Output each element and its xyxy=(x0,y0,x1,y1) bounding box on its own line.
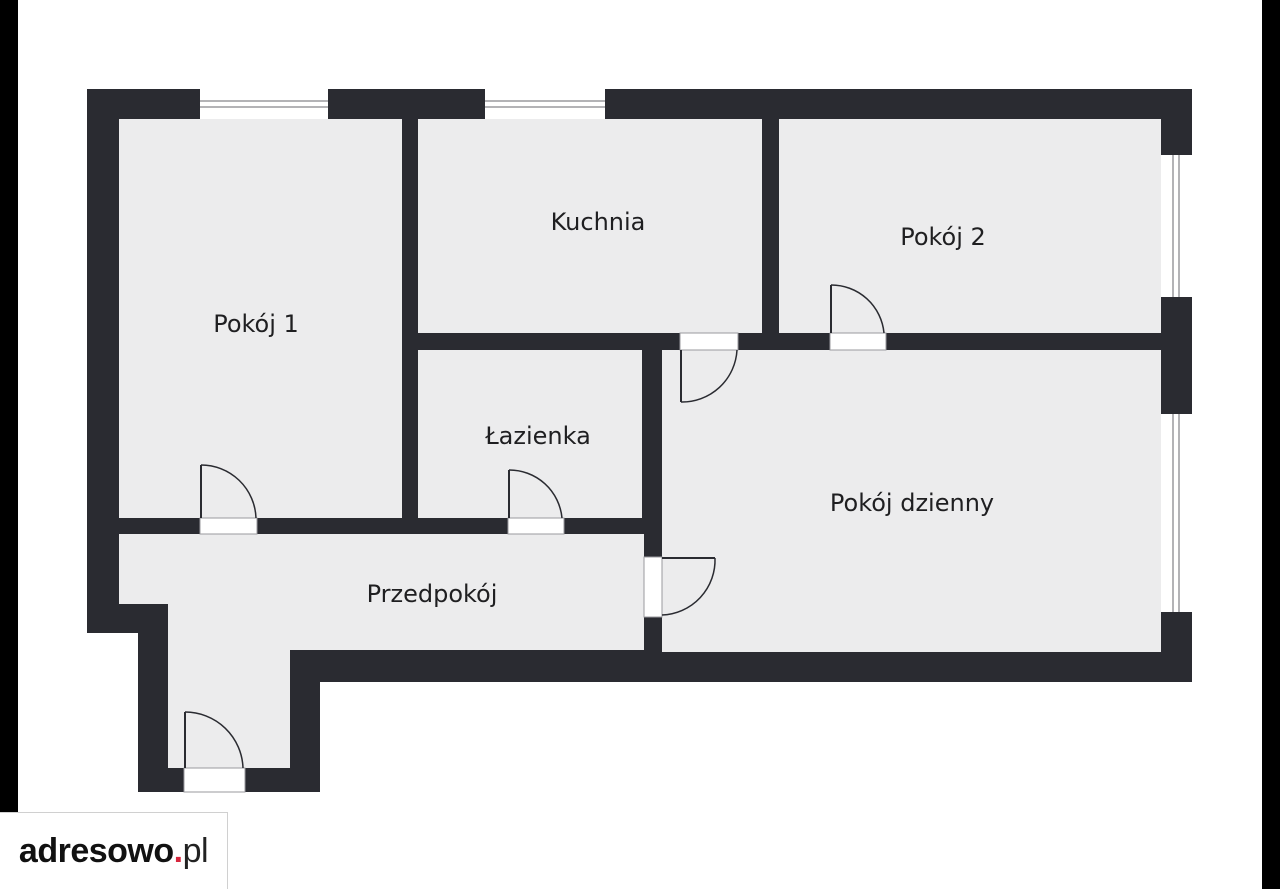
room-floor-pokoj-1 xyxy=(119,119,402,518)
room-floor-pokoj-dzienny xyxy=(662,350,1161,652)
label-kuchnia: Kuchnia xyxy=(551,208,646,236)
label-przedpokoj: Przedpokój xyxy=(367,580,498,608)
door-pokoj-2 xyxy=(829,284,887,351)
watermark-brand: adresowo xyxy=(18,831,174,870)
door-pokoj-1 xyxy=(199,464,258,535)
label-pokoj-1: Pokój 1 xyxy=(213,310,299,338)
window-pokoj-2 xyxy=(1161,155,1192,297)
room-floor-lazienka xyxy=(418,350,642,518)
watermark-dot: . xyxy=(173,831,183,870)
door-lazienka xyxy=(507,469,565,535)
window-pokoj-1 xyxy=(200,89,328,119)
room-floor-kuchnia xyxy=(418,119,762,333)
label-pokoj-2: Pokój 2 xyxy=(900,223,986,251)
label-lazienka: Łazienka xyxy=(484,422,591,450)
window-pokoj-dzienny xyxy=(1161,414,1192,612)
room-floor-pokoj-2 xyxy=(779,119,1161,333)
watermark-tld: pl xyxy=(182,831,209,870)
door-pokoj-dzienny xyxy=(643,556,716,618)
label-pokoj-dzienny: Pokój dzienny xyxy=(830,489,994,517)
window-kuchnia xyxy=(485,89,605,119)
room-floor-przedpokoj xyxy=(119,534,644,768)
door-entrance xyxy=(183,711,246,793)
watermark-logo: adresowo.pl xyxy=(0,812,228,889)
door-kuchnia xyxy=(679,332,739,403)
